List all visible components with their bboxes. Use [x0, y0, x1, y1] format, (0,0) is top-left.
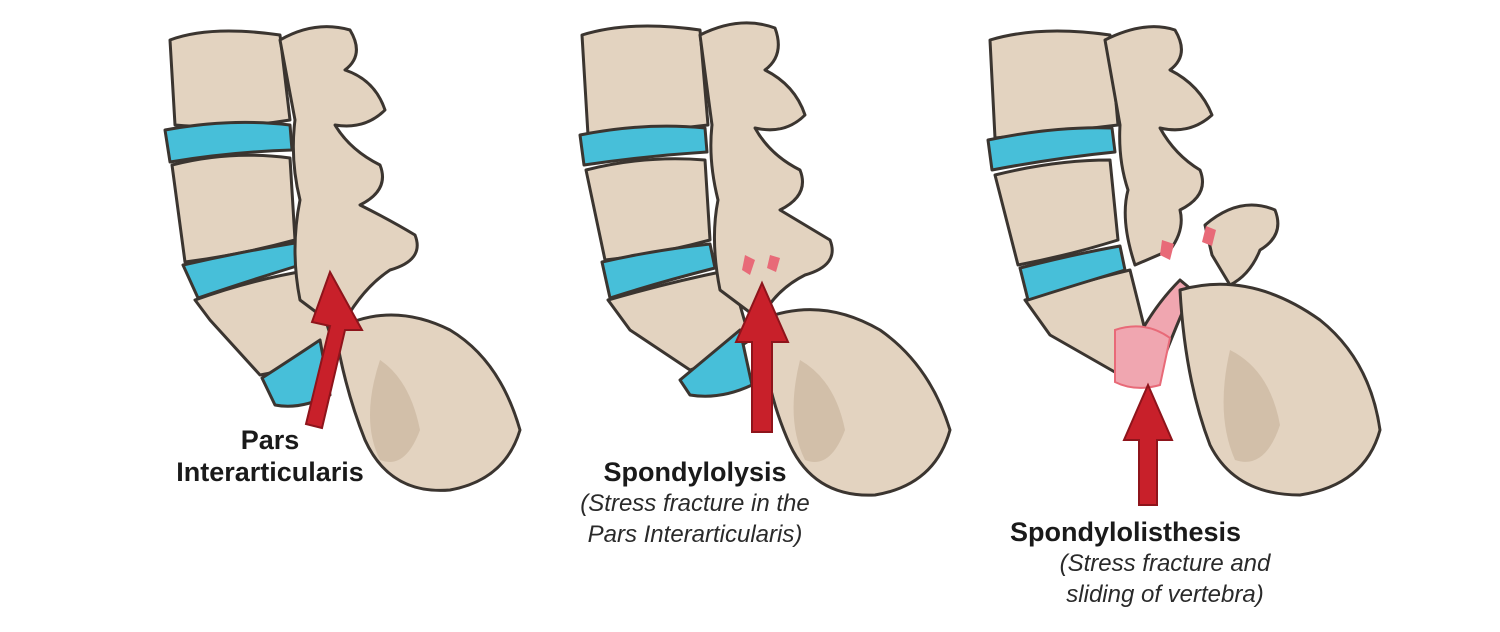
intervertebral-disc-2: [1018, 244, 1127, 302]
label-spondylolisthesis: Spondylolisthesis (Stress fracture and s…: [1010, 516, 1290, 610]
pars-fracture-mark: [742, 255, 755, 275]
posterior-elements: [278, 25, 419, 332]
vertebral-body-upper: [168, 29, 292, 129]
vertebral-body-upper: [580, 24, 710, 137]
panel-spondylolysis: Spondylolysis (Stress fracture in the Pa…: [560, 0, 960, 632]
panel-pars-interarticularis: Pars Interarticularis: [150, 0, 540, 632]
label-pars-interarticularis: Pars Interarticularis: [150, 424, 390, 488]
spine-illustration-spondylolisthesis: [986, 25, 1382, 506]
vertebral-body-middle: [993, 158, 1120, 267]
pars-fracture-mark: [1202, 226, 1216, 246]
panel-title: Spondylolysis: [603, 457, 787, 487]
pars-fracture-mark: [1160, 240, 1174, 260]
red-arrow-icon: [1122, 382, 1174, 506]
slip-highlight: [1114, 325, 1172, 389]
posterior-element-separated: [1203, 203, 1280, 287]
posterior-elements: [1103, 25, 1214, 267]
spine-illustration-normal: [163, 25, 522, 492]
vertebral-body-upper: [988, 29, 1120, 140]
sacrum: [1178, 282, 1382, 497]
panel-title: Spondylolisthesis: [1010, 517, 1242, 547]
intervertebral-disc-1: [986, 126, 1117, 172]
panel-title: Pars Interarticularis: [176, 425, 364, 487]
panel-spondylolisthesis: Spondylolisthesis (Stress fracture and s…: [980, 0, 1390, 632]
panel-subtitle: (Stress fracture and sliding of vertebra…: [1059, 550, 1271, 608]
red-arrow-icon: [734, 280, 790, 433]
spine-illustration-spondylolysis: [578, 21, 952, 497]
panel-subtitle: (Stress fracture in the Pars Interarticu…: [580, 490, 810, 548]
label-spondylolysis: Spondylolysis (Stress fracture in the Pa…: [550, 456, 840, 550]
red-arrow-icon: [304, 269, 364, 430]
intervertebral-disc-1: [578, 124, 709, 167]
pars-fracture-mark: [767, 255, 780, 272]
posterior-elements: [698, 21, 834, 322]
